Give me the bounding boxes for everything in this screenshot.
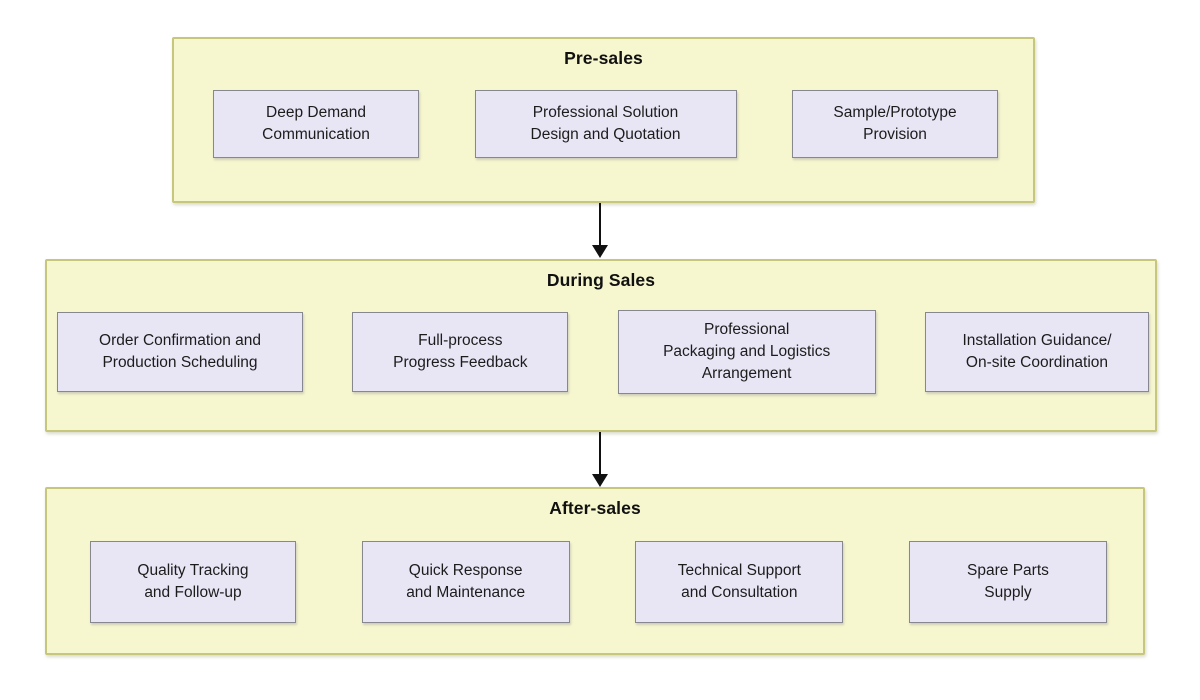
service-box-order-confirmation-scheduling: Order Confirmation and Production Schedu…	[57, 312, 303, 392]
service-box-packaging-logistics: Professional Packaging and Logistics Arr…	[617, 310, 876, 394]
service-box-deep-demand-communication: Deep Demand Communication	[213, 90, 419, 158]
after-sales-box-row: Quality Tracking and Follow-up Quick Res…	[90, 529, 1107, 635]
pre-sales-box-row: Deep Demand Communication Professional S…	[213, 79, 998, 169]
section-title: After-sales	[549, 498, 641, 518]
arrow-line	[598, 203, 602, 246]
service-box-technical-support-consultation: Technical Support and Consultation	[635, 541, 844, 623]
section-title: During Sales	[546, 270, 656, 290]
section-after-sales: After-sales Quality Tracking and Follow-…	[45, 487, 1145, 655]
service-box-sample-prototype-provision: Sample/Prototype Provision	[792, 90, 998, 158]
section-during-sales: During Sales Order Confirmation and Prod…	[45, 259, 1157, 432]
service-box-quality-tracking: Quality Tracking and Follow-up	[90, 541, 296, 623]
section-pre-sales: Pre-sales Deep Demand Communication Prof…	[172, 37, 1035, 203]
down-arrow-icon	[591, 432, 609, 487]
section-title: Pre-sales	[564, 48, 643, 68]
arrow-head	[592, 245, 608, 258]
arrow-head	[592, 474, 608, 487]
service-box-quick-response-maintenance: Quick Response and Maintenance	[361, 541, 570, 623]
service-box-spare-parts-supply: Spare Parts Supply	[908, 541, 1107, 623]
arrow-line	[598, 432, 602, 475]
service-box-solution-design-quotation: Professional Solution Design and Quotati…	[474, 90, 737, 158]
service-box-installation-guidance: Installation Guidance/ On-site Coordinat…	[924, 312, 1149, 392]
service-box-progress-feedback: Full-process Progress Feedback	[352, 312, 569, 392]
down-arrow-icon	[591, 203, 609, 258]
during-sales-box-row: Order Confirmation and Production Schedu…	[57, 299, 1149, 405]
